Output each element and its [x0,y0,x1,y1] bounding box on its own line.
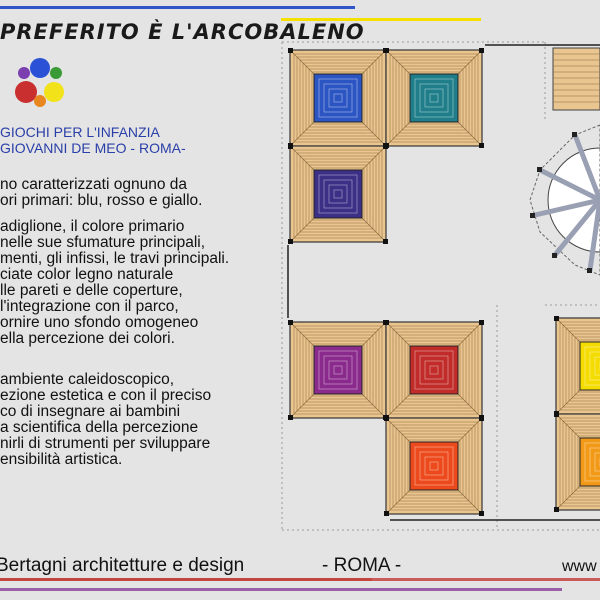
footer-red-line [0,578,372,581]
subtitle-line1: GIOCHI PER L'INFANZIA [0,124,160,140]
footer-web[interactable]: www [562,558,597,575]
paragraph-2-line-8: ella percezione dei colori. [0,330,175,347]
footer-studio-name: Bertagni architetture e design [0,555,245,576]
paragraph-3-line-4: a scientifica della percezione [0,419,199,436]
top-right-strip [552,47,600,111]
paragraph-2-line-6: l'integrazione con il parco, [0,298,179,315]
logo-circle-blue [30,58,50,78]
paragraph-3-line-6: ensibilità artistica. [0,451,123,468]
paragraph-2-line-4: ciate color legno naturale [0,266,174,283]
logo-circle-orange [34,95,46,107]
pavilion-orange [554,412,600,512]
pavilion-blue [288,48,388,148]
paragraph-3-line-5: nirli di strumenti per sviluppare [0,435,211,452]
paragraph-2-line-7: ornire uno sfondo omogeneo [0,314,199,331]
footer-city: - ROMA - [322,555,402,576]
paragraph-2-line-2: nelle sue sfumature principali, [0,234,206,251]
logo-circle-yellow [44,82,64,102]
pavilion-red [384,320,484,420]
paragraph-1-line-1: no caratterizzati ognuno da [0,176,187,193]
paragraph-2-line-1: adiglione, il colore primario [0,218,185,235]
logo-circle-red [15,81,37,103]
top-blue-bar [0,6,355,9]
plan-connecting-walls [287,44,600,521]
pavilion-violet [288,320,388,420]
paragraph-3-line-2: ezione estetica e con il preciso [0,387,212,404]
pavilion-indigo [288,144,388,244]
pavilion-orange-red [384,416,484,516]
paragraph-3-line-1: ambiente caleidoscopico, [0,371,175,388]
paragraph-1-line-2: ori primari: blu, rosso e giallo. [0,192,203,209]
subtitle-line2: GIOVANNI DE MEO - ROMA- [0,140,186,156]
paragraph-2-line-5: lle pareti e delle coperture, [0,282,183,299]
paragraph-2-line-3: menti, gli infissi, le travi principali. [0,250,230,267]
paragraph-3-line-3: co di insegnare ai bambini [0,403,181,420]
logo-circle-purple [18,67,30,79]
page-title: PREFERITO È L'ARCOBALENO [0,20,365,44]
top-yellow-bar [281,18,481,21]
pavilion-yellow [554,316,600,416]
footer-red-line-right [372,578,600,581]
radial-pavilion [529,124,600,276]
plan-boundary-lines [281,41,600,531]
pavilion-teal [384,48,484,148]
logo-circle-green [50,67,62,79]
footer-purple-line [0,588,562,591]
